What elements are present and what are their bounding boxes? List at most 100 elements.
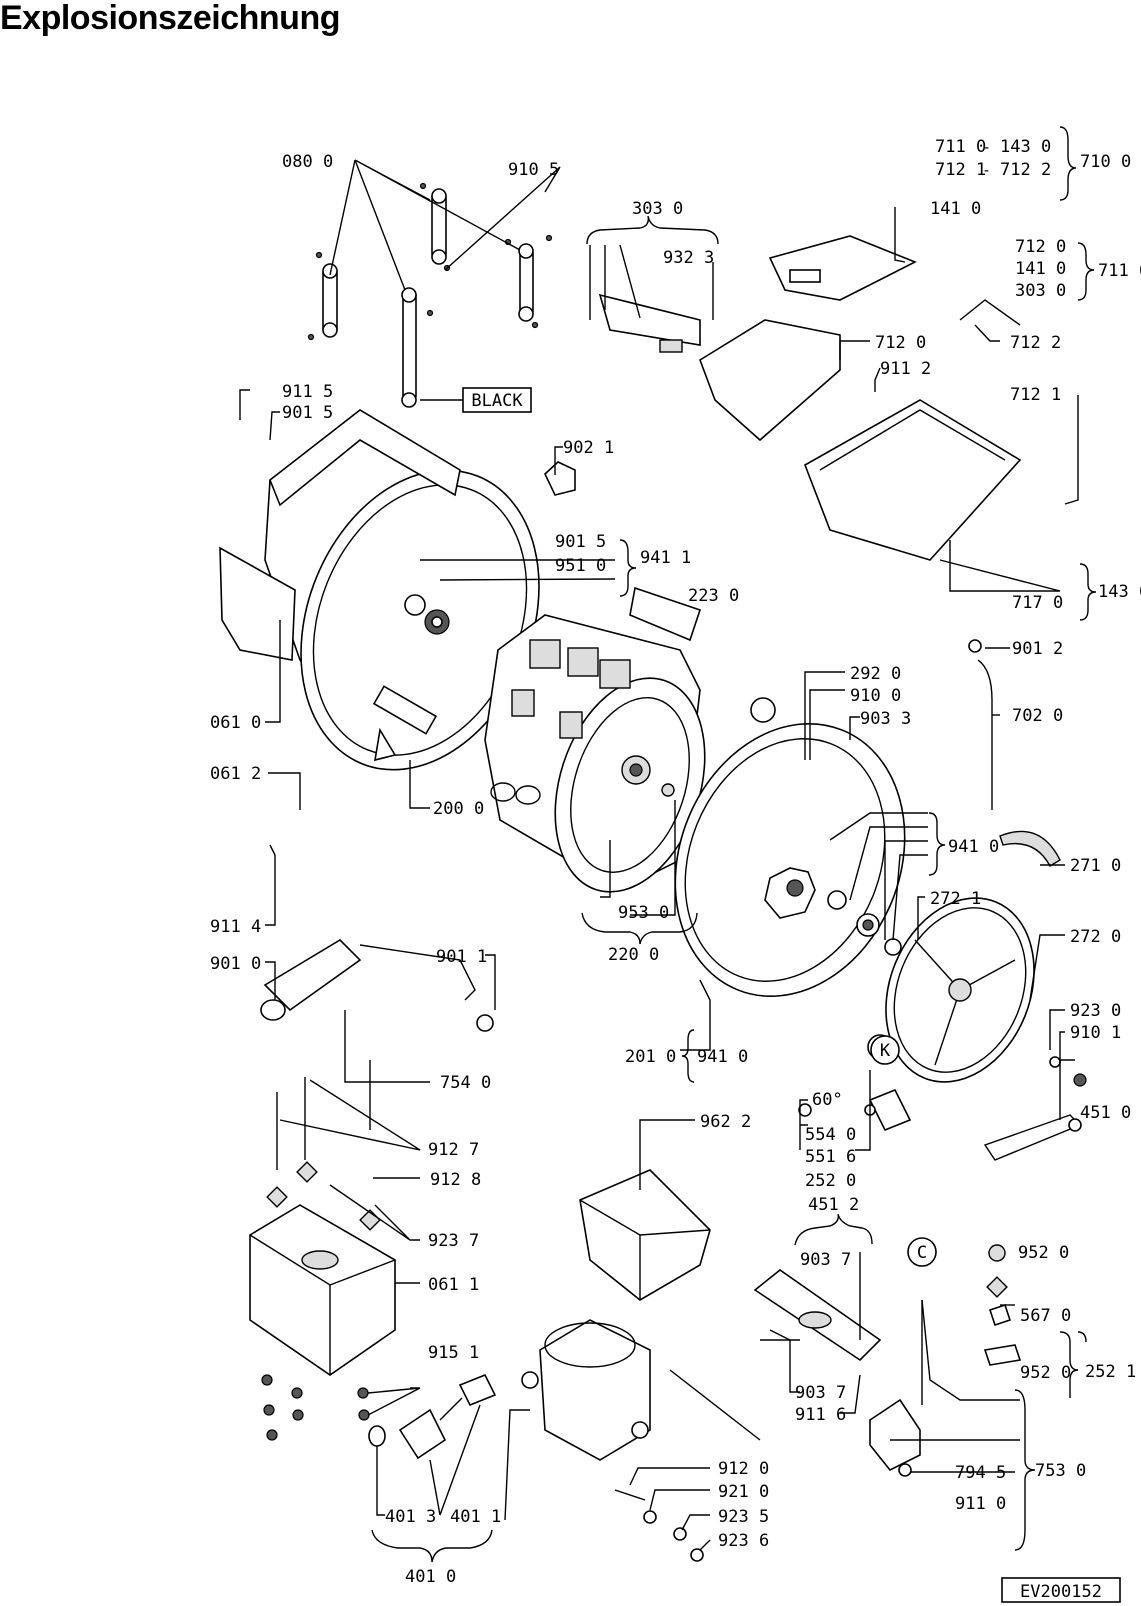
inlet-hose: [260, 938, 494, 1032]
marker-C: [907, 1237, 937, 1267]
motor-brush-unit: [579, 1169, 711, 1301]
label-061-1: 061 1: [428, 1275, 479, 1295]
label-080-0: 080 0: [282, 152, 333, 172]
label-712-2: 712 2: [1010, 333, 1061, 353]
detergent-drawer: [598, 235, 1079, 561]
pump-cover: [753, 1269, 882, 1362]
label-754-0: 754 0: [440, 1073, 491, 1093]
label-292-0: 292 0: [850, 664, 901, 684]
hose-clamp-bracket: [544, 461, 576, 496]
reference-code: EV200152: [1020, 1582, 1102, 1602]
label-901-1: 901 1: [436, 947, 487, 967]
label-962-2: 962 2: [700, 1112, 751, 1132]
label-401-3: 401 3: [385, 1507, 436, 1527]
label-910-5: 910 5: [508, 160, 559, 180]
label-551-6: 551 6: [805, 1147, 856, 1167]
label-712-1: 712 1: [1010, 385, 1061, 405]
label-903-7-b: 903 7: [795, 1383, 846, 1403]
reference-code-box: [1001, 1577, 1121, 1603]
label-252-0: 252 0: [805, 1171, 856, 1191]
label-923-5: 923 5: [718, 1507, 769, 1527]
part-labels: 080 0 910 5 303 0 932 3 711 0 143 0 - 71…: [210, 137, 1141, 1587]
label-554-0: 554 0: [805, 1125, 856, 1145]
label-712-0: 712 0: [875, 333, 926, 353]
label-710-0: 710 0: [1080, 152, 1131, 172]
label-712-1: 712 1: [935, 160, 986, 180]
bolts-and-plates: [266, 1060, 381, 1231]
svg-text:-: -: [982, 161, 991, 179]
heater: [983, 1114, 1082, 1161]
label-271-0: 271 0: [1070, 856, 1121, 876]
label-901-5: 901 5: [282, 403, 333, 423]
label-911-6: 911 6: [795, 1405, 846, 1425]
motor: [521, 1319, 761, 1461]
label-941-0: 941 0: [948, 837, 999, 857]
label-911-4: 911 4: [210, 917, 261, 937]
page-title: Explosionszeichnung: [0, 0, 340, 37]
label-910-0: 910 0: [850, 686, 901, 706]
label-220-0: 220 0: [608, 945, 659, 965]
drum-lifter: [629, 586, 702, 642]
marker-K: [870, 1035, 900, 1065]
base-counterweight: [249, 1204, 396, 1376]
label-932-3: 932 3: [663, 248, 714, 268]
label-912-0: 912 0: [718, 1459, 769, 1479]
label-911-5: 911 5: [282, 382, 333, 402]
label-272-1: 272 1: [930, 889, 981, 909]
label-200-0: 200 0: [433, 799, 484, 819]
motor-connector: [368, 1373, 497, 1460]
label-061-2: 061 2: [210, 764, 261, 784]
label-712-0-r: 712 0: [1015, 237, 1066, 257]
label-901-2: 901 2: [1012, 639, 1063, 659]
label-911-0: 911 0: [955, 1494, 1006, 1514]
label-923-0: 923 0: [1070, 1001, 1121, 1021]
label-941-0-b: 941 0: [697, 1047, 748, 1067]
label-923-6: 923 6: [718, 1531, 769, 1551]
label-902-1: 902 1: [563, 438, 614, 458]
label-953-0: 953 0: [618, 903, 669, 923]
label-901-0: 901 0: [210, 954, 261, 974]
label-951-0: 951 0: [555, 556, 606, 576]
label-903-7: 903 7: [800, 1250, 851, 1270]
label-903-3: 903 3: [860, 709, 911, 729]
label-711-0-r: 711 0: [1098, 261, 1141, 281]
label-061-0: 061 0: [210, 713, 261, 733]
label-921-0: 921 0: [718, 1482, 769, 1502]
label-252-1: 252 1: [1085, 1362, 1136, 1382]
label-143-0-r: 143 0: [1098, 582, 1141, 602]
label-201-0: 201 0: [625, 1047, 676, 1067]
shock-absorbers: [307, 182, 553, 408]
label-912-7: 912 7: [428, 1140, 479, 1160]
label-911-2: 911 2: [880, 359, 931, 379]
label-702-0: 702 0: [1012, 706, 1063, 726]
label-912-8: 912 8: [430, 1170, 481, 1190]
label-567-0: 567 0: [1020, 1306, 1071, 1326]
label-717-0: 717 0: [1012, 593, 1063, 613]
label-941-1: 941 1: [640, 548, 691, 568]
label-141-0-r: 141 0: [1015, 259, 1066, 279]
label-black: BLACK: [471, 391, 523, 411]
label-303-0-r: 303 0: [1015, 281, 1066, 301]
label-952-0-b: 952 0: [1020, 1363, 1071, 1383]
label-901-5-m: 901 5: [555, 532, 606, 552]
door-gasket-part: [999, 830, 1061, 867]
label-K: K: [880, 1041, 891, 1061]
label-401-0: 401 0: [405, 1567, 456, 1587]
tub-rear-half: [264, 409, 540, 771]
label-451-2: 451 2: [808, 1195, 859, 1215]
svg-text:-: -: [982, 138, 991, 156]
label-794-5: 794 5: [955, 1463, 1006, 1483]
tub-front-half: [674, 697, 906, 997]
label-223-0: 223 0: [688, 586, 739, 606]
bolt-washers: [614, 1489, 704, 1562]
label-952-0: 952 0: [1018, 1243, 1069, 1263]
label-910-1: 910 1: [1070, 1023, 1121, 1043]
drum: [484, 614, 706, 893]
label-60-degrees: 60°: [812, 1090, 843, 1110]
label-141-0: 141 0: [930, 199, 981, 219]
label-C: C: [917, 1243, 927, 1263]
label-915-1: 915 1: [428, 1343, 479, 1363]
label-753-0: 753 0: [1035, 1461, 1086, 1481]
label-303-0: 303 0: [632, 199, 683, 219]
